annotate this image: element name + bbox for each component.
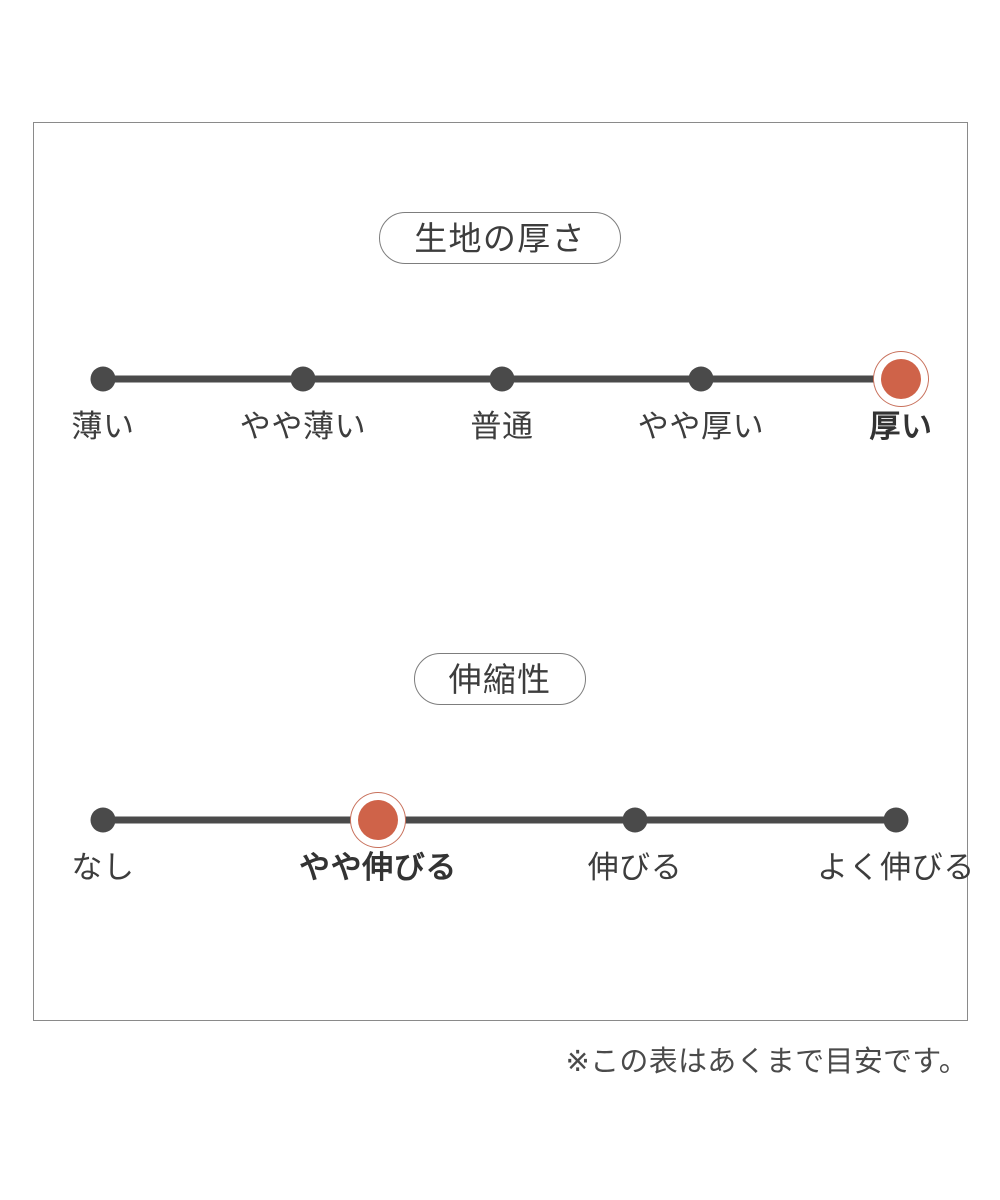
fabric-thickness-label-3: やや厚い [637, 409, 765, 444]
fabric-thickness-label-1: やや薄い [239, 409, 367, 444]
stretch-label-2: 伸びる [587, 850, 683, 885]
fabric-thickness-heading-pill: 生地の厚さ [379, 212, 621, 264]
stretch-heading-pill: 伸縮性 [413, 653, 587, 705]
fabric-thickness-dot-1[interactable] [290, 366, 316, 392]
stretch-label-1: やや伸びる [298, 850, 458, 885]
stretch-scale: なし やや伸びる 伸びる よく伸びる [0, 788, 1000, 902]
stretch-labels: なし やや伸びる 伸びる よく伸びる [0, 852, 1000, 902]
stretch-label-0: なし [71, 850, 135, 885]
stretch-heading-label: 伸縮性 [448, 660, 552, 698]
fabric-thickness-label-2: 普通 [470, 409, 534, 444]
fabric-thickness-labels: 薄い やや薄い 普通 やや厚い 厚い [0, 411, 1000, 461]
fabric-thickness-label-4: 厚い [869, 409, 933, 444]
stretch-heading-row: 伸縮性 [0, 653, 1000, 705]
fabric-thickness-label-0: 薄い [71, 409, 135, 444]
disclaimer-note: ※この表はあくまで目安です。 [565, 1046, 968, 1078]
fabric-thickness-dot-2[interactable] [489, 366, 515, 392]
fabric-thickness-heading-label: 生地の厚さ [414, 219, 586, 257]
stretch-label-3: よく伸びる [816, 850, 976, 885]
stretch-track-line [103, 816, 896, 824]
fabric-thickness-heading-row: 生地の厚さ [0, 212, 1000, 264]
fabric-thickness-scale: 薄い やや薄い 普通 やや厚い 厚い [0, 347, 1000, 461]
stretch-dot-3[interactable] [883, 807, 909, 833]
fabric-spec-panel [33, 122, 968, 1021]
fabric-thickness-track-area [0, 347, 1000, 411]
fabric-thickness-dot-3[interactable] [688, 366, 714, 392]
stretch-dot-0[interactable] [90, 807, 116, 833]
stretch-dot-1[interactable] [358, 800, 398, 840]
stretch-track-area [0, 788, 1000, 852]
stretch-dot-2[interactable] [622, 807, 648, 833]
fabric-thickness-dot-0[interactable] [90, 366, 116, 392]
fabric-thickness-dot-4[interactable] [881, 359, 921, 399]
